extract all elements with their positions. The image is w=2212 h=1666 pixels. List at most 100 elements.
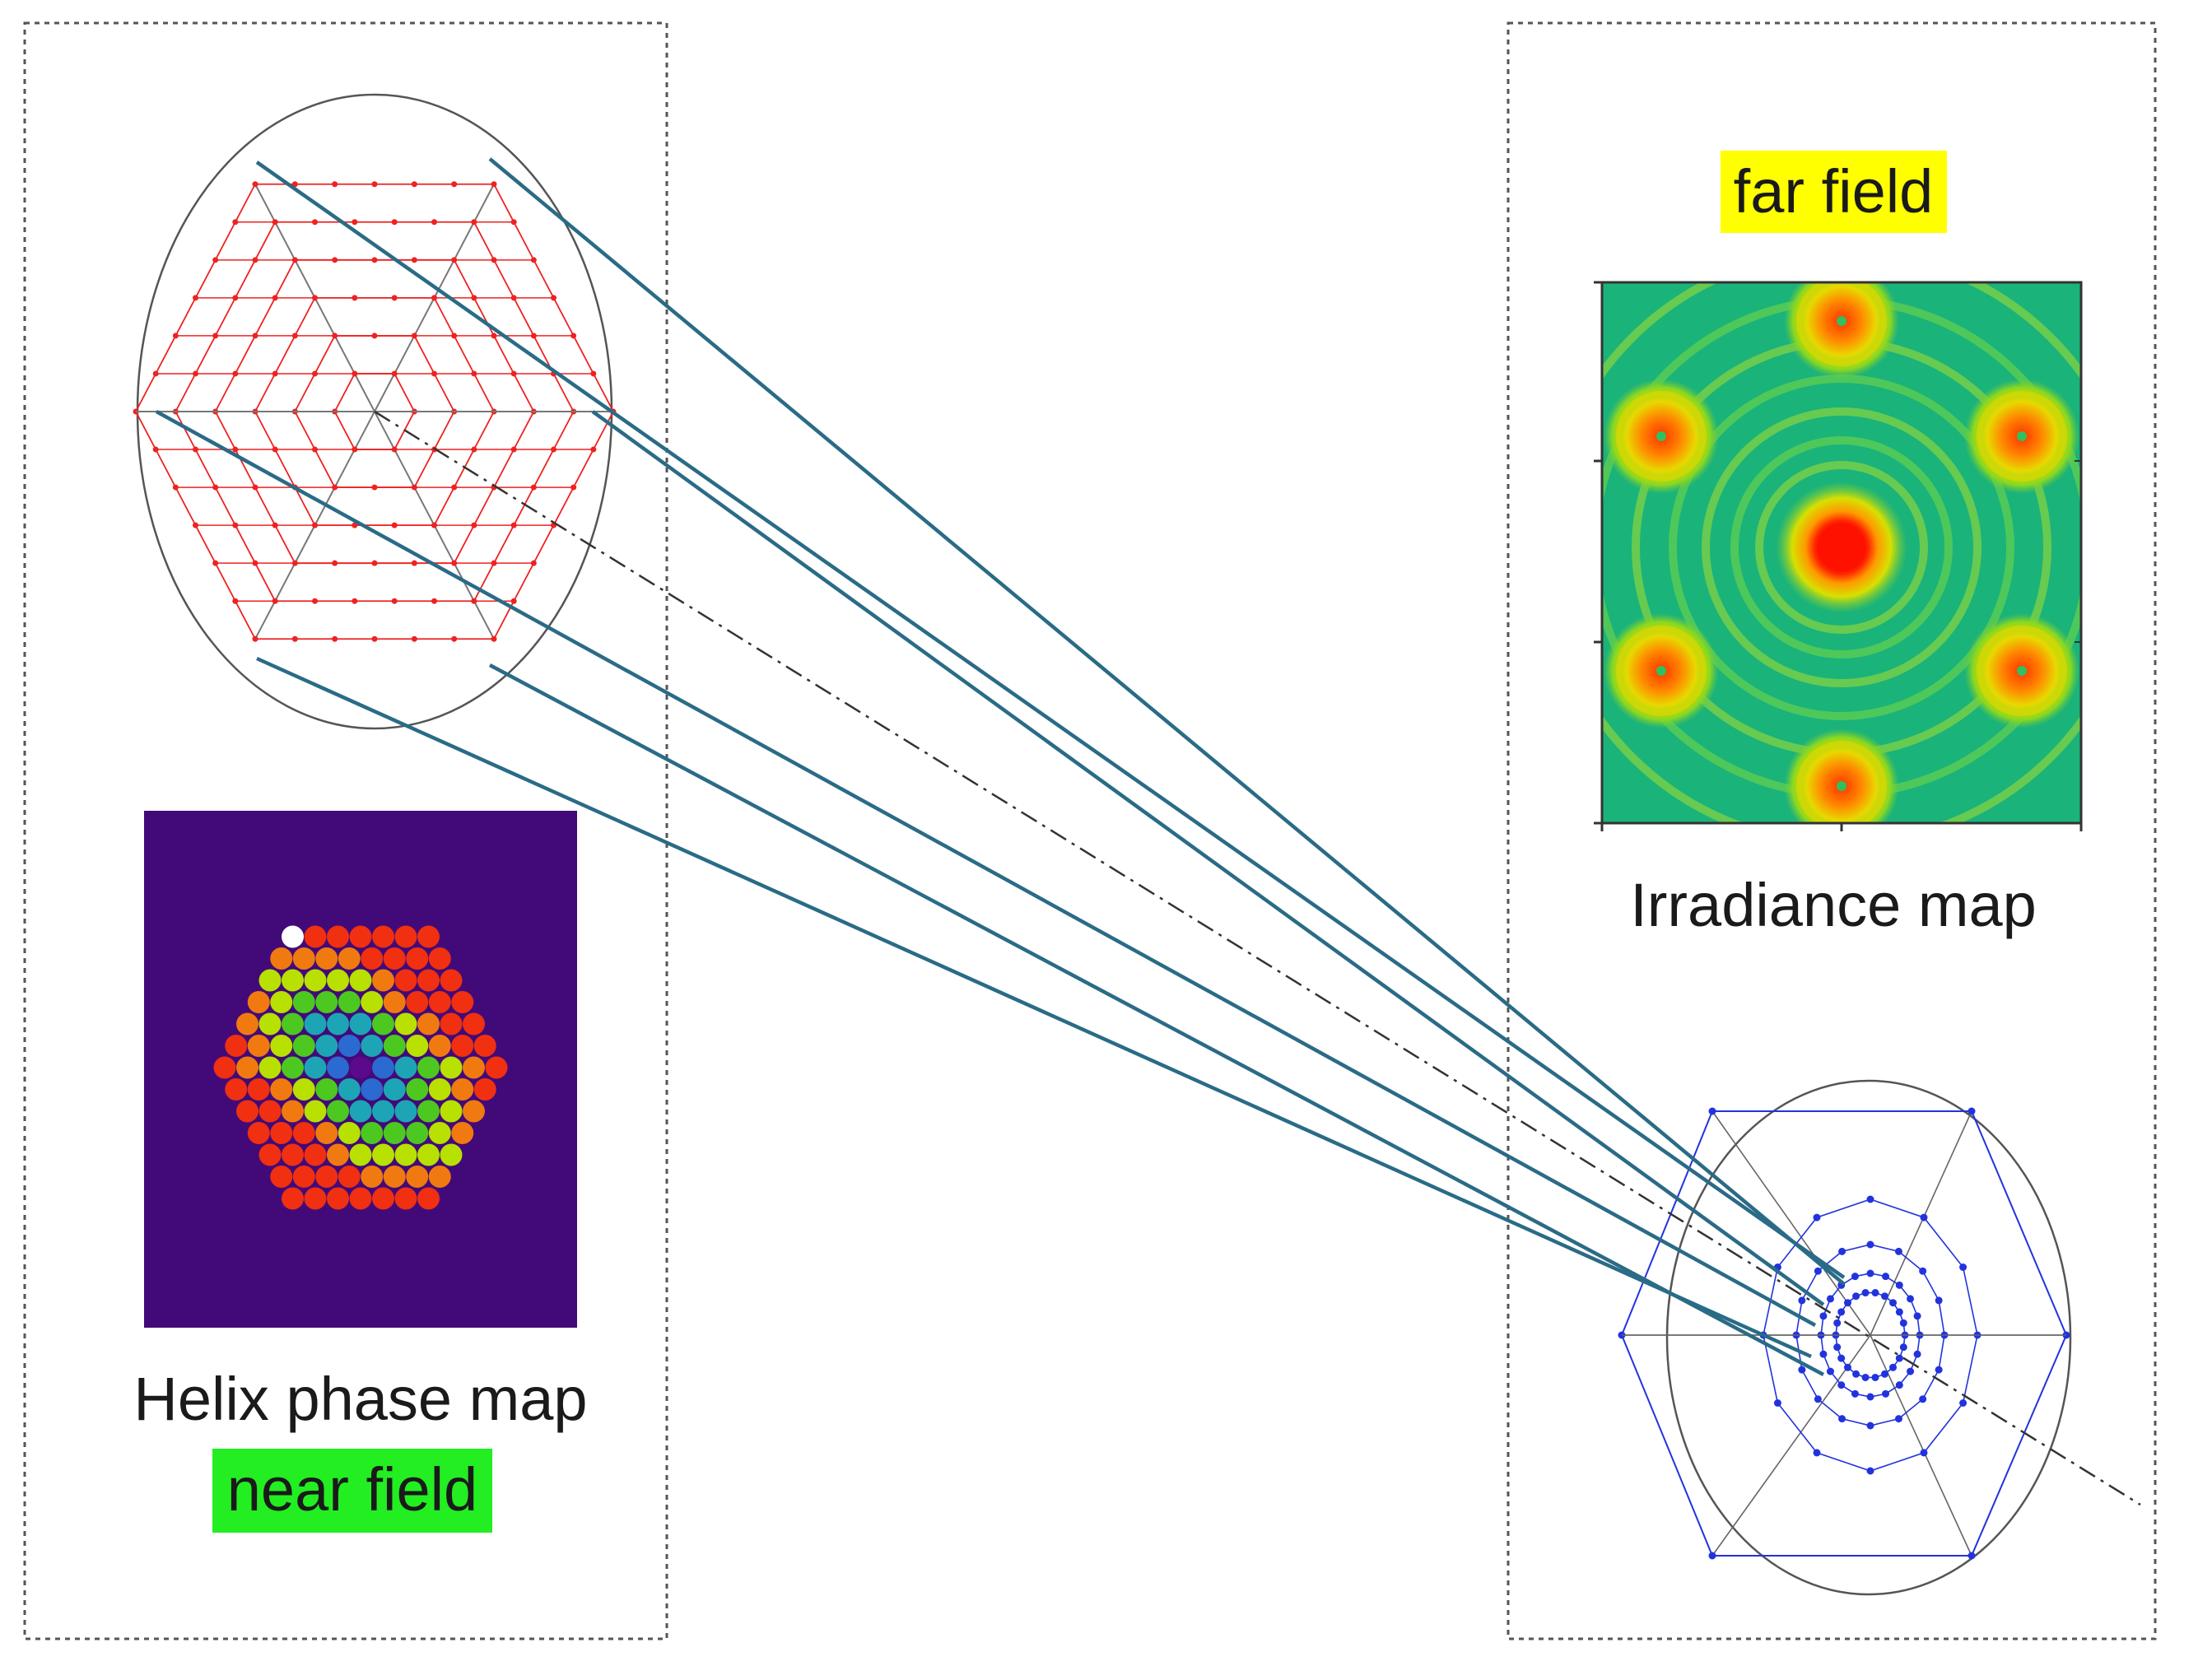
- phase-dot: [258, 1143, 282, 1166]
- phase-dot: [282, 1187, 304, 1210]
- grid-dot: [1880, 1292, 1888, 1301]
- phase-dot: [383, 1035, 406, 1057]
- grid-dot: [1959, 1263, 1968, 1271]
- phase-dot: [428, 947, 451, 970]
- interference-ring: [1702, 407, 1981, 687]
- grid-dot: [1819, 1312, 1828, 1320]
- phase-dot: [394, 1100, 417, 1123]
- grid-dot: [1814, 1267, 1822, 1275]
- grid-dot: [1894, 1247, 1902, 1255]
- phase-dot: [258, 1056, 282, 1079]
- phase-dot: [361, 947, 384, 970]
- side-lobe-core: [2017, 666, 2027, 676]
- grid-dot: [1851, 1389, 1859, 1398]
- phase-dot: [406, 991, 429, 1013]
- phase-dot: [247, 1035, 270, 1057]
- phase-dot: [473, 1035, 496, 1057]
- irradiance-map: [1594, 281, 2083, 831]
- grid-dot: [1773, 1399, 1781, 1407]
- grid-dot: [1907, 1367, 1915, 1375]
- hex-spoke: [1870, 1110, 1972, 1336]
- phase-dot: [383, 1122, 406, 1144]
- phase-dot: [417, 969, 440, 992]
- grid-dot: [332, 181, 338, 188]
- phase-dot: [428, 1122, 451, 1144]
- phase-dot: [304, 969, 327, 992]
- grid-dot: [1866, 1269, 1874, 1277]
- far-field-aperture: [1618, 1079, 2072, 1596]
- phase-dot: [406, 1078, 429, 1101]
- phase-dot: [349, 1056, 372, 1079]
- grid-dot: [1708, 1552, 1716, 1560]
- beam-ray: [591, 410, 1825, 1306]
- phase-dot: [451, 1035, 474, 1057]
- grid-dot: [1935, 1366, 1943, 1374]
- near-field-tag: near field: [227, 1455, 477, 1524]
- phase-dot: [338, 1122, 361, 1144]
- phase-dot: [247, 1078, 270, 1101]
- phase-dot: [282, 1056, 304, 1079]
- side-lobe-ring: [1977, 626, 2067, 716]
- phase-dot: [372, 1143, 394, 1166]
- grid-dot: [1968, 1552, 1976, 1560]
- grid-dot: [1899, 1319, 1907, 1327]
- phase-dot: [394, 1012, 417, 1035]
- phase-dot: [406, 1035, 429, 1057]
- phase-dot: [304, 1012, 327, 1035]
- grid-dot: [1913, 1350, 1921, 1358]
- helix-phase-map: [144, 811, 577, 1328]
- phase-dot: [428, 1166, 451, 1188]
- side-lobe-ring: [1616, 391, 1707, 482]
- phase-dot: [394, 1187, 417, 1210]
- phase-dot: [327, 1056, 349, 1079]
- grid-dot: [1837, 1381, 1846, 1389]
- grid-dot: [1813, 1449, 1821, 1457]
- phase-dot: [270, 1035, 293, 1057]
- phase-dot: [383, 1166, 406, 1188]
- phase-dot: [394, 925, 417, 948]
- phase-dot: [270, 1122, 293, 1144]
- phase-dot: [372, 969, 394, 992]
- phase-dot: [258, 1012, 282, 1035]
- phase-dot: [349, 925, 372, 948]
- phase-dot: [327, 1012, 349, 1035]
- phase-dot: [417, 1100, 440, 1123]
- grid-dot: [451, 635, 458, 642]
- grid-dot: [371, 635, 378, 642]
- grid-dot: [1895, 1281, 1903, 1289]
- far-field-tag-bg: [1721, 151, 1947, 233]
- phase-dot: [304, 1100, 327, 1123]
- phase-dot: [315, 1166, 338, 1188]
- grid-dot: [1920, 1213, 1928, 1222]
- beam-rays: [155, 157, 1846, 1376]
- phase-dot: [440, 1100, 463, 1123]
- beam-ray: [256, 656, 1812, 1359]
- grid-dot: [1843, 1363, 1851, 1371]
- grid-dot: [1899, 1343, 1907, 1352]
- phase-dot: [258, 1100, 282, 1123]
- phase-dot: [327, 1143, 349, 1166]
- phase-dot: [440, 1143, 463, 1166]
- grid-dot: [371, 181, 378, 188]
- grid-dot: [1838, 1247, 1846, 1255]
- grid-dot: [1866, 1195, 1874, 1203]
- phase-dot: [463, 1100, 485, 1123]
- grid-dot: [1919, 1395, 1927, 1403]
- grid-dot: [291, 635, 298, 642]
- phase-dot: [394, 1056, 417, 1079]
- grid-dot: [1838, 1415, 1846, 1423]
- phase-dot: [372, 1056, 394, 1079]
- phase-dot: [270, 991, 293, 1013]
- side-lobe-ring: [1977, 391, 2067, 482]
- phase-dot: [428, 991, 451, 1013]
- phase-dot: [440, 1056, 463, 1079]
- grid-dot: [451, 181, 458, 188]
- phase-dot: [372, 1187, 394, 1210]
- grid-dot: [1833, 1343, 1842, 1352]
- beam-ray: [155, 410, 1817, 1327]
- phase-dot: [282, 969, 304, 992]
- central-core: [1817, 523, 1866, 572]
- phase-dot: [440, 1012, 463, 1035]
- phase-dot: [292, 1078, 315, 1101]
- grid-dot: [1889, 1363, 1898, 1371]
